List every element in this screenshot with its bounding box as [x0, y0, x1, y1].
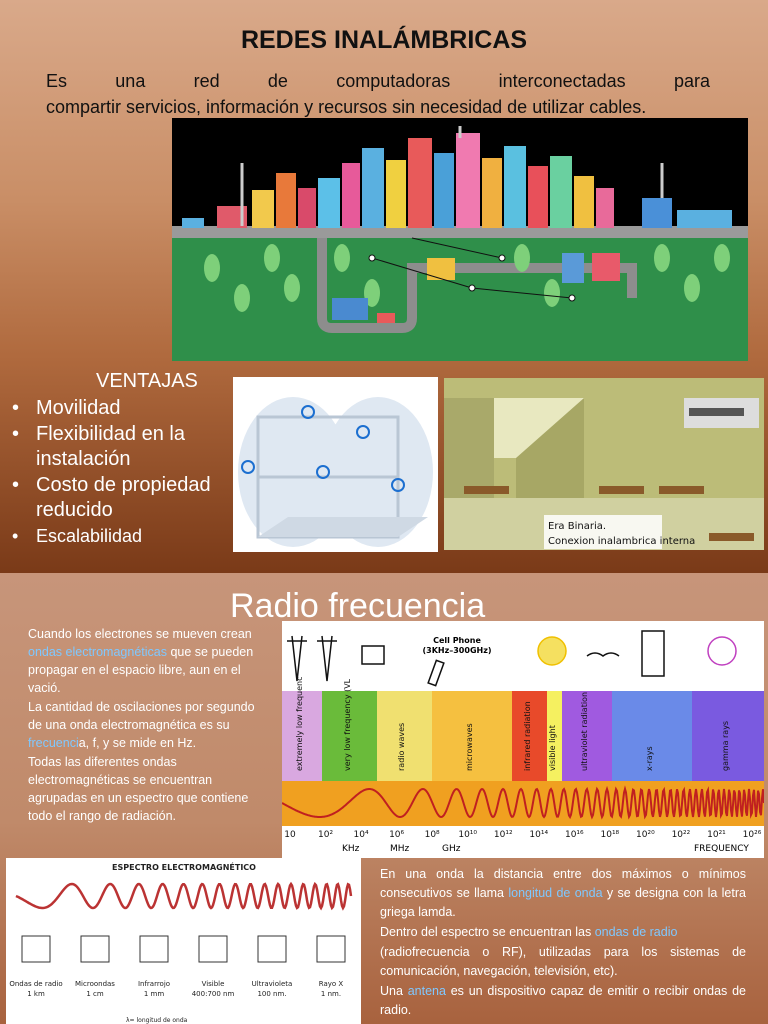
- slide2-right-text: En una onda la distancia entre dos máxim…: [380, 865, 746, 1021]
- ventaja-item: •Escalabilidad: [12, 526, 143, 546]
- em-item-name: Ultravioleta: [252, 980, 293, 988]
- em-item-name: Visible: [202, 980, 225, 988]
- em-item-size: 1 km: [27, 990, 45, 998]
- tick-label: 10¹²: [494, 830, 513, 840]
- atom-icon: [707, 636, 737, 666]
- em-item-icon: [257, 935, 287, 963]
- slide1-title: REDES INALÁMBRICAS: [240, 26, 528, 54]
- tick-label: 10⁶: [389, 830, 404, 840]
- tick-label: 10¹⁴: [529, 830, 548, 840]
- paragraph: Todas las diferentes ondas electromagnét…: [28, 755, 249, 823]
- em-item-icon: [139, 935, 169, 963]
- tick-label: 10: [284, 830, 296, 840]
- em-item-name: Infrarrojo: [138, 980, 170, 988]
- phone-icon: [427, 659, 445, 687]
- tick-label: 10⁸: [425, 830, 440, 840]
- band-label: gamma rays: [721, 721, 730, 771]
- paragraph: En una onda la distancia entre dos máxim…: [380, 867, 746, 919]
- ventaja-item: •Flexibilidad en la instalación: [12, 423, 185, 470]
- lambda-note: λ= longitud de onda: [126, 1017, 188, 1024]
- paragraph: Una antena es un dispositivo capaz de em…: [380, 984, 746, 1017]
- wireless-house-illustration: [233, 377, 438, 552]
- ventajas-list: •Movilidad •Flexibilidad en la instalaci…: [10, 396, 240, 550]
- em-item-size: 400:700 nm: [192, 990, 235, 998]
- slide-radio-frecuencia: Radio frecuencia Cuando los electrones s…: [0, 573, 768, 1024]
- office-wireless-illustration: Era Binaria. Conexion inalambrica intern…: [444, 378, 764, 550]
- em-item-name: Microondas: [75, 980, 115, 988]
- tick-label: 10²⁰: [636, 830, 655, 840]
- frequency-spectrum-illustration: Cell Phone (3KHz–300GHz) extremely low f…: [282, 621, 764, 858]
- ventaja-item: •Costo de propiedad reducido: [12, 474, 211, 521]
- power-tower-icon: [287, 635, 307, 682]
- em-panel-title: ESPECTRO ELECTROMAGNÉTICO: [112, 861, 256, 872]
- unit-ghz: GHz: [442, 844, 461, 854]
- em-item-size: 100 nm.: [257, 990, 286, 998]
- em-item-icon: [80, 935, 110, 963]
- tick-label: 10¹⁶: [565, 830, 584, 840]
- slide-redes-inalambricas: REDES INALÁMBRICAS Es una red de computa…: [0, 0, 768, 573]
- unit-mhz: MHz: [390, 844, 410, 854]
- tick-label: 10²: [318, 830, 333, 840]
- sun-icon: [537, 636, 567, 666]
- em-spectrum-panel: ESPECTRO ELECTROMAGNÉTICO Ondas de radio…: [6, 858, 361, 1024]
- paragraph: Dentro del espectro se encuentran las on…: [380, 925, 678, 939]
- band-label: x-rays: [645, 746, 654, 771]
- tick-label: 10²⁶: [743, 830, 762, 840]
- band-label: microwaves: [465, 723, 474, 771]
- em-item-size: 1 cm: [86, 990, 104, 998]
- tick-label: 10¹⁸: [601, 830, 620, 840]
- unit-khz: KHz: [342, 844, 360, 854]
- xray-icon: [641, 630, 665, 677]
- em-item-icon: [21, 935, 51, 963]
- tick-label: 10²¹: [707, 830, 726, 840]
- band-label: infrared radiation: [523, 701, 532, 771]
- band-label: radio waves: [397, 723, 406, 771]
- office-caption-1: Era Binaria.: [548, 521, 606, 532]
- slide2-title: Radio frecuencia: [230, 587, 486, 625]
- band-label: ultraviolet radiation: [580, 692, 589, 771]
- office-caption-2: Conexion inalambrica interna: [548, 536, 695, 547]
- slide2-left-text: Cuando los electrones se mueven crean on…: [28, 625, 268, 826]
- em-item-icon: [198, 935, 228, 963]
- cell-range-label: (3KHz–300GHz): [422, 646, 491, 655]
- em-item-icon: [316, 935, 346, 963]
- em-item-name: Rayo X: [319, 980, 344, 988]
- frequency-label: FREQUENCY: [694, 844, 749, 854]
- radio-icon: [361, 645, 385, 665]
- slide1-body-line1: Es una red de computadoras interconectad…: [46, 71, 710, 91]
- ventajas-heading: VENTAJAS: [96, 370, 198, 392]
- ventaja-item: •Movilidad: [12, 397, 121, 419]
- slide1-body-line2: compartir servicios, información y recur…: [46, 97, 647, 117]
- tick-label: 10²²: [672, 830, 691, 840]
- tick-label: 10⁴: [354, 830, 369, 840]
- em-item-name: Ondas de radio: [9, 980, 62, 988]
- tick-label: 10¹⁰: [458, 830, 477, 840]
- smart-city-illustration: [172, 118, 748, 361]
- em-item-size: 1 nm.: [321, 990, 341, 998]
- em-item-size: 1 mm: [144, 990, 164, 998]
- paragraph: La cantidad de oscilaciones por segundo …: [28, 700, 255, 750]
- paragraph: (radiofrecuencia o RF), utilizadas para …: [380, 945, 746, 978]
- cell-phone-label: Cell Phone: [433, 636, 481, 645]
- paragraph: Cuando los electrones se mueven crean on…: [28, 627, 254, 695]
- band-label: visible light: [548, 725, 557, 771]
- band-label: very low frequency (VL: [343, 678, 352, 771]
- band-label: extremely low frequenc: [295, 677, 304, 772]
- sunglasses-icon: [586, 652, 620, 657]
